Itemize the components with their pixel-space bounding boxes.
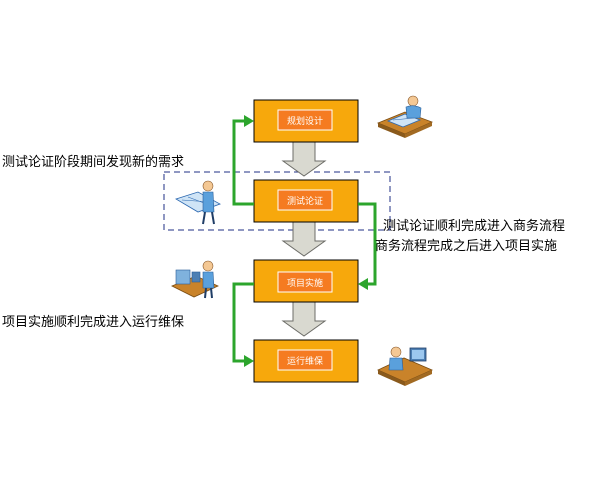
technician-at-machine-icon: [171, 260, 219, 299]
designer-at-desk-icon: [376, 95, 434, 138]
flow-arrow-implementation-to-maintenance: [232, 282, 254, 367]
stage-planning-design[interactable]: 规划设计: [253, 99, 359, 143]
loop-arrow-testing-to-planning: [232, 115, 254, 206]
stage-label-operation-maintenance: 运行维保: [287, 355, 323, 367]
stage-label-planning-design: 规划设计: [287, 115, 323, 127]
down-arrow-1: [281, 141, 327, 177]
testing-highlight-frame: [163, 171, 391, 231]
operator-at-computer-icon: [377, 346, 433, 386]
stage-testing-validation[interactable]: 测试论证: [253, 179, 359, 223]
stage-label-testing-validation: 测试论证: [287, 195, 323, 207]
stage-label-project-implementation: 项目实施: [287, 277, 323, 289]
down-arrow-3: [281, 301, 327, 337]
flow-arrow-testing-to-implementation: [358, 202, 377, 290]
person-with-plans-icon: [175, 180, 221, 225]
down-arrow-2: [281, 221, 327, 257]
note-testing-success-line2: 商务流程完成之后进入项目实施: [375, 238, 557, 254]
note-testing-discovery: 测试论证阶段期间发现新的需求: [2, 154, 184, 170]
note-implementation-success: 项目实施顺利完成进入运行维保: [2, 315, 184, 330]
stage-operation-maintenance[interactable]: 运行维保: [253, 339, 359, 383]
stage-project-implementation[interactable]: 项目实施: [253, 259, 359, 303]
note-testing-success-line1: 测试论证顺利完成进入商务流程: [383, 218, 565, 234]
